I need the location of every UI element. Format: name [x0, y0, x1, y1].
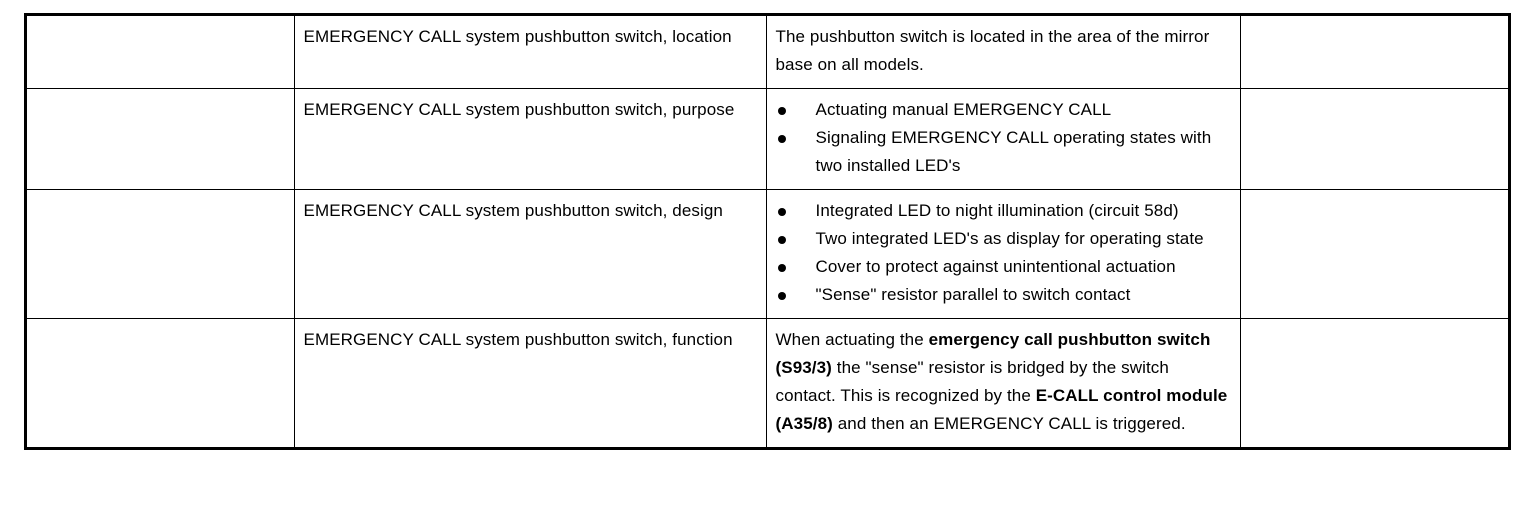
- row-design-label: EMERGENCY CALL system pushbutton switch,…: [303, 201, 723, 220]
- table-row: EMERGENCY CALL system pushbutton switch,…: [25, 189, 1510, 319]
- bullet-dot-icon: [777, 236, 786, 244]
- row-location-content: The pushbutton switch is located in the …: [767, 16, 1240, 88]
- row-location-label-cell: EMERGENCY CALL system pushbutton switch,…: [293, 14, 767, 89]
- list-item: Two integrated LED's as display for oper…: [776, 225, 1232, 253]
- row-function-col4-text: [1241, 319, 1509, 345]
- specification-table: EMERGENCY CALL system pushbutton switch,…: [24, 13, 1511, 450]
- row-purpose-content-cell: Actuating manual EMERGENCY CALL Signalin…: [765, 88, 1241, 190]
- table-row: EMERGENCY CALL system pushbutton switch,…: [25, 14, 1510, 89]
- list-item: "Sense" resistor parallel to switch cont…: [776, 281, 1232, 309]
- list-item: Integrated LED to night illumination (ci…: [776, 197, 1232, 225]
- row-design-col4-cell: [1239, 189, 1510, 319]
- list-item-label: Two integrated LED's as display for oper…: [815, 229, 1204, 248]
- row-purpose-content: Actuating manual EMERGENCY CALL Signalin…: [767, 89, 1240, 189]
- row-design-content-cell: Integrated LED to night illumination (ci…: [765, 189, 1241, 319]
- row-purpose-label: EMERGENCY CALL system pushbutton switch,…: [303, 100, 735, 119]
- bullet-dot-icon: [777, 208, 786, 216]
- bullet-dot-icon: [777, 264, 786, 272]
- list-item-label: "Sense" resistor parallel to switch cont…: [815, 285, 1131, 304]
- row-function-col1-cell: [25, 318, 295, 449]
- row-function-label: EMERGENCY CALL system pushbutton switch,…: [303, 330, 733, 349]
- row-location-paragraph: The pushbutton switch is located in the …: [775, 27, 1210, 74]
- table-row: EMERGENCY CALL system pushbutton switch,…: [25, 88, 1510, 190]
- row-location-col4-cell: [1239, 14, 1510, 89]
- row-design-bullet-list: Integrated LED to night illumination (ci…: [776, 197, 1232, 309]
- row-purpose-label-cell: EMERGENCY CALL system pushbutton switch,…: [293, 88, 767, 190]
- list-item: Signaling EMERGENCY CALL operating state…: [776, 124, 1232, 180]
- row-location-label: EMERGENCY CALL system pushbutton switch,…: [303, 27, 732, 46]
- list-item: Actuating manual EMERGENCY CALL: [776, 96, 1232, 124]
- row-purpose-col1-cell: [25, 88, 295, 190]
- row-design-content: Integrated LED to night illumination (ci…: [767, 190, 1240, 318]
- row-purpose-bullet-list: Actuating manual EMERGENCY CALL Signalin…: [776, 96, 1232, 180]
- row-design-col1-cell: [25, 189, 295, 319]
- row-function-col4-cell: [1239, 318, 1510, 449]
- table-body: EMERGENCY CALL system pushbutton switch,…: [25, 14, 1510, 449]
- row-location-col1-text: [27, 16, 294, 42]
- row-function-content-cell: When actuating the emergency call pushbu…: [765, 318, 1241, 449]
- row-purpose-col1-text: [27, 89, 294, 115]
- list-item: Cover to protect against unintentional a…: [776, 253, 1232, 281]
- row-design-col1-text: [27, 190, 294, 216]
- row-purpose-col4-cell: [1239, 88, 1510, 190]
- row-function-col1-text: [27, 319, 294, 345]
- body-text-run: and then an EMERGENCY CALL is triggered.: [832, 414, 1186, 433]
- list-item-label: Integrated LED to night illumination (ci…: [815, 201, 1179, 220]
- row-function-content: When actuating the emergency call pushbu…: [767, 319, 1240, 447]
- list-item-label: Cover to protect against unintentional a…: [815, 257, 1176, 276]
- body-text-run: When actuating the: [775, 330, 929, 349]
- table-row: EMERGENCY CALL system pushbutton switch,…: [25, 318, 1510, 449]
- list-item-label: Signaling EMERGENCY CALL operating state…: [815, 128, 1212, 175]
- bullet-dot-icon: [777, 292, 786, 300]
- emphasized-term: E-CALL control module (A35/8): [775, 386, 1228, 433]
- row-design-label-cell: EMERGENCY CALL system pushbutton switch,…: [293, 189, 767, 319]
- row-location-col4-text: [1241, 16, 1509, 42]
- row-location-content-cell: The pushbutton switch is located in the …: [765, 14, 1241, 89]
- emphasized-term: emergency call pushbutton switch (S93/3): [775, 330, 1211, 377]
- bullet-dot-icon: [777, 135, 786, 143]
- list-item-label: Actuating manual EMERGENCY CALL: [815, 100, 1112, 119]
- row-function-paragraph: When actuating the emergency call pushbu…: [776, 326, 1232, 438]
- body-text-run: the "sense" resistor is bridged by the s…: [775, 358, 1169, 405]
- row-function-label-cell: EMERGENCY CALL system pushbutton switch,…: [293, 318, 767, 449]
- row-purpose-col4-text: [1241, 89, 1509, 115]
- bullet-dot-icon: [777, 107, 786, 115]
- row-design-col4-text: [1241, 190, 1509, 216]
- row-location-col1-cell: [25, 14, 295, 89]
